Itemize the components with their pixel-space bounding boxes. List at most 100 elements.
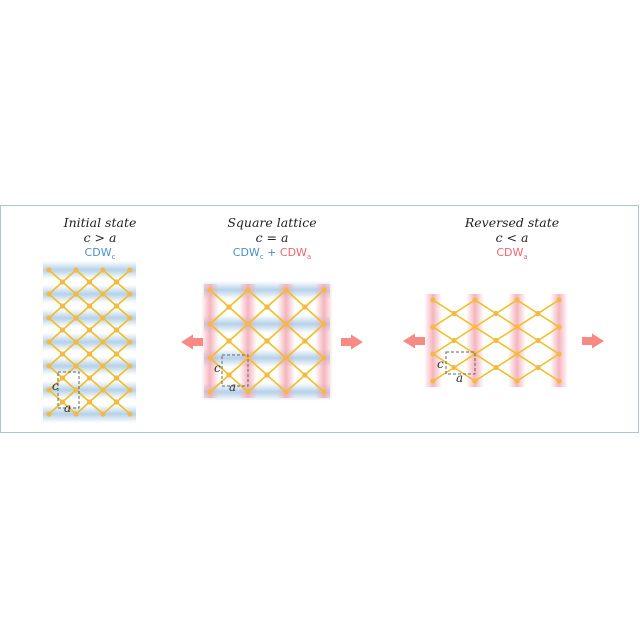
lattice-atom <box>100 291 106 297</box>
lattice-atom <box>46 363 52 369</box>
lattice-bond <box>115 353 131 367</box>
lattice-atom <box>113 375 120 381</box>
lattice-bond <box>537 353 560 369</box>
lattice-bond <box>102 293 118 307</box>
lattice-bond <box>209 340 230 359</box>
lattice-atom <box>46 339 52 345</box>
lattice-atom <box>113 399 120 405</box>
lattice-bond <box>453 326 476 342</box>
lattice-atom <box>226 304 232 310</box>
lattice-bond <box>266 374 287 393</box>
lattice-atom <box>245 389 251 395</box>
lattice-bond <box>102 377 118 391</box>
lattice-bond <box>516 366 539 382</box>
lattice-atom <box>86 399 93 405</box>
lattice-atom <box>46 387 52 393</box>
lattice-bond <box>285 306 306 325</box>
lattice-bond <box>516 312 539 328</box>
lattice-bond <box>88 269 104 283</box>
lattice-bond <box>537 366 560 382</box>
lattice-bond <box>88 281 104 295</box>
lattice-bond <box>537 339 560 355</box>
lattice-atom <box>472 378 478 384</box>
lattice-bond <box>48 377 64 391</box>
lattice-bond <box>432 353 455 369</box>
lattice-bond <box>48 305 64 319</box>
lattice-bond <box>61 305 77 319</box>
lattice-bond <box>102 281 118 295</box>
lattice-atom <box>46 267 52 273</box>
lattice-bond <box>474 312 497 328</box>
lattice-bond <box>495 366 518 382</box>
lattice-bond <box>102 269 118 283</box>
lattice-atom <box>321 287 327 293</box>
lattice-bond <box>285 340 306 359</box>
lattice-atom <box>59 351 66 357</box>
lattice-atom <box>100 315 106 321</box>
lattice-atom <box>264 304 270 310</box>
panel-relation: c = a <box>255 230 289 245</box>
lattice-bond <box>102 329 118 343</box>
lattice-bond <box>102 305 118 319</box>
lattice-bond <box>228 357 249 376</box>
lattice-atom <box>73 291 79 297</box>
lattice-bond <box>48 329 64 343</box>
cdw-c-band <box>43 333 136 351</box>
lattice-bond <box>61 281 77 295</box>
lattice-atom <box>514 297 520 303</box>
lattice-atom <box>472 324 478 330</box>
lattice-atom <box>113 351 120 357</box>
lattice-bond <box>48 365 64 379</box>
lattice-atom <box>451 310 457 317</box>
lattice-bond <box>115 305 131 319</box>
lattice-atom <box>535 364 541 371</box>
lattice-bond <box>115 365 131 379</box>
lattice-atom <box>73 363 79 369</box>
lattice-atom <box>86 279 93 285</box>
lattice-bond <box>266 323 287 342</box>
lattice-bond <box>209 289 230 308</box>
lattice-atom <box>127 267 133 273</box>
lattice-bond <box>432 339 455 355</box>
lattice-bond <box>474 339 497 355</box>
cdw-a-band <box>239 284 257 398</box>
lattice-atom <box>556 378 562 384</box>
lattice-atom <box>59 303 66 309</box>
lattice-bond <box>495 326 518 342</box>
lattice-bond <box>61 353 77 367</box>
cdw-a-band <box>550 294 568 387</box>
lattice-bond <box>115 269 131 283</box>
unit-cell-box <box>445 351 476 375</box>
cdw-a-band <box>424 294 442 387</box>
lattice-bond <box>495 312 518 328</box>
lattice-bond <box>453 299 476 315</box>
lattice-atom <box>73 267 79 273</box>
lattice-bond <box>61 329 77 343</box>
lattice-bond <box>115 281 131 295</box>
lattice-bond <box>516 353 539 369</box>
cdw-c-band <box>204 383 330 401</box>
lattice-atom <box>472 297 478 303</box>
lattice-bond <box>247 323 268 342</box>
lattice-atom <box>207 355 213 361</box>
panel-relation: c > a <box>83 230 117 245</box>
lattice-bond <box>75 269 91 283</box>
lattice-atom <box>321 321 327 327</box>
lattice-bond <box>247 340 268 359</box>
cdw-c-label: CDWc <box>232 246 264 262</box>
lattice-bond <box>247 374 268 393</box>
lattice-atom <box>430 297 436 303</box>
lattice-atom <box>127 387 133 393</box>
lattice-bond <box>88 365 104 379</box>
lattice-bond <box>266 357 287 376</box>
lattice-atom <box>451 337 457 344</box>
lattice-bond <box>88 305 104 319</box>
lattice-atom <box>493 337 499 344</box>
panel-title: Initial state <box>63 215 137 230</box>
cdw-c-band <box>43 261 136 279</box>
panel-relation: c < a <box>495 230 529 245</box>
unit-cell-a-label: a <box>456 371 463 385</box>
lattice-bond <box>102 365 118 379</box>
lattice-atom <box>283 287 289 293</box>
lattice-bond <box>115 389 131 403</box>
